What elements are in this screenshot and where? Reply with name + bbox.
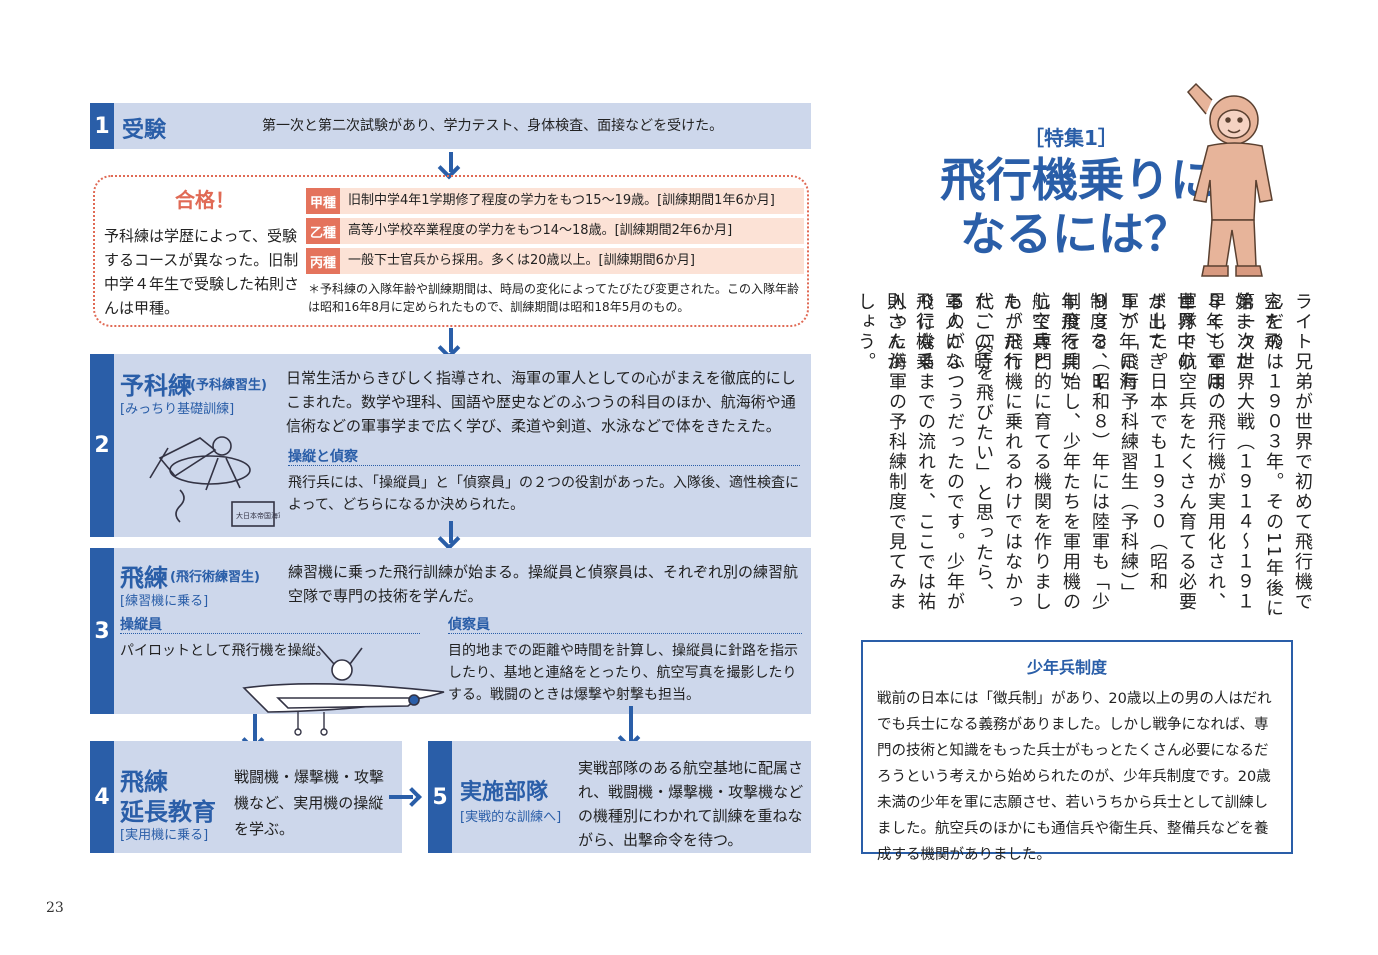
arrow-down-icon: [449, 152, 453, 172]
feature-body-col6: ました。日本でも１９３０（昭和５）年に海: [1116, 292, 1168, 592]
page-number: 23: [46, 900, 64, 916]
step4-text: 戦闘機・爆撃機・攻撃機など、実用機の操縦を学ぶ。: [234, 768, 385, 838]
step2-text: 日常生活からきびしく指導され、海軍の軍人としての心がまえを徹底的にしこまれた。数…: [286, 369, 796, 435]
arrow-right-head: [402, 787, 422, 807]
arrow-down-icon: [449, 328, 453, 352]
feature-body-col3: 第一次世界大戦（１９１４〜１９１８年）では、: [1203, 292, 1255, 612]
sign-text: 大日本帝国海軍: [236, 511, 280, 520]
step3-number: 3: [90, 548, 114, 714]
step4-title-line1: 飛練: [120, 768, 168, 796]
step5-title: 実施部隊: [460, 780, 549, 805]
step3-title-note: (飛行術練習生): [170, 570, 260, 585]
aviator-saluting-illustration: [1186, 82, 1273, 277]
feature-body-col13: るのがふつうだったのです。少年が飛行機乗: [913, 292, 965, 612]
feature-body-col9: 制度を開始し、少年たちを軍用機の航空兵と: [1029, 292, 1081, 612]
course-row-otsu: 高等小学校卒業程度の学力をもつ14〜18歳。[訓練期間2年6か月]: [340, 218, 804, 244]
arrow-down-icon: [629, 706, 633, 742]
shonenhei-box: [861, 640, 1293, 854]
feature-title-line2: なるには？: [960, 207, 1190, 261]
step3-subtitle: [練習機に乗る]: [120, 594, 209, 609]
step5-number: 5: [428, 741, 452, 853]
divider: [120, 633, 420, 634]
step3-left-head: 操縦員: [120, 617, 162, 633]
step4-title-line2: 延長教育: [120, 798, 216, 826]
step5-subtitle: [実戦的な訓練へ]: [460, 810, 562, 825]
box-text: 戦前の日本には「徴兵制」があり、20歳以上の男の人はだれでも兵士になる義務があり…: [877, 691, 1272, 863]
feature-body-col11: もが飛行機に乗れるわけではなかったこの時: [971, 292, 1023, 612]
step2-subtitle: [みっちり基礎訓練]: [120, 402, 235, 417]
step3-band: [90, 548, 811, 714]
step3-right-head: 偵察員: [448, 617, 490, 633]
pass-box: [93, 175, 809, 327]
feature-body-col8: ９３３（昭和８）年には陸軍も「少年飛行兵」: [1058, 292, 1110, 612]
divider: [448, 633, 802, 634]
feature-body-col12: 代、「空を飛びたい」と思ったら、軍人にな: [942, 292, 994, 603]
feature-body-col4: 早くも軍用の飛行機が実用化され、世界中の: [1174, 292, 1226, 612]
arrow-down-icon: [253, 714, 257, 744]
step4-number: 4: [90, 741, 114, 853]
step3-left-text: パイロットとして飛行機を操縦。: [120, 643, 330, 659]
arrow-right-icon: [389, 795, 413, 799]
box-title: 少年兵制度: [1027, 658, 1108, 677]
pass-note: ＊予科練の入隊年齢や訓練期間は、時局の変化によってたびたび変更された。この入隊年…: [308, 282, 800, 314]
step3-right-text: 目的地までの距離や時間を計算し、操縦員に針路を指示したり、基地と連絡をとったり、…: [448, 643, 798, 703]
plane-pilot-illustration: [242, 645, 445, 736]
step5-band: [428, 741, 811, 853]
feature-body-col7: 軍が「飛行予科練習生（予科練）」制度を、１: [1087, 292, 1139, 603]
step1-title: 受験: [122, 118, 167, 143]
feature-body-col2: んだのは１９０３年。その11年後に始まった: [1232, 292, 1284, 619]
step1-text: 第一次と第二次試験があり、学力テスト、身体検査、面接などを受けた。: [262, 118, 724, 134]
step4-band: [90, 741, 402, 853]
step2-number: 2: [90, 354, 114, 537]
divider: [288, 465, 800, 466]
step5-text: 実戦部隊のある航空基地に配属され、戦闘機・爆撃機・攻撃機などの機種別にわかれて訓…: [578, 759, 804, 849]
step2-subhead: 操縦と偵察: [288, 449, 358, 465]
feature-body-col10: して専門的に育てる機関を作りました。だれ: [1000, 292, 1052, 612]
course-label-kou: 甲種: [306, 188, 340, 214]
feature-body-col5: 軍隊で航空兵をたくさん育てる必要が出てき: [1145, 292, 1197, 612]
course-row-hei: 一般下士官兵から採用。多くは20歳以上。[訓練期間6か月]: [340, 248, 804, 274]
pass-title: 合格！: [175, 188, 235, 212]
step4-subtitle: [実用機に乗る]: [120, 828, 209, 843]
step3-text: 練習機に乗った飛行訓練が始まる。操縦員と偵察員は、それぞれ別の練習航空隊で専門の…: [288, 563, 799, 605]
course-label-otsu: 乙種: [306, 218, 340, 244]
step1-band: [90, 103, 811, 149]
step1-number: 1: [90, 103, 114, 149]
step3-title: 飛練: [120, 564, 168, 592]
feature-title-line1: 飛行機乗りに: [940, 153, 1216, 207]
cadet-training-illustration: 大日本帝国海軍: [149, 436, 280, 527]
step2-subtext: 飛行兵には、「操縦員」と「偵察員」の２つの役割があった。入隊後、適性検査によって…: [288, 475, 799, 513]
step2-title: 予科練: [120, 372, 192, 400]
feature-body-col14: りになるまでの流れを、ここでは祐則さんが: [884, 292, 936, 612]
feature-body-col15: 入った海軍の予科練制度で見てみましょう。: [855, 292, 907, 612]
arrow-down-icon: [449, 521, 453, 543]
feature-body-col1: ライト兄弟が世界で初めて飛行機で空を飛: [1261, 292, 1313, 612]
step2-title-note: (予科練習生): [190, 378, 267, 393]
course-label-hei: 丙種: [306, 248, 340, 274]
pass-text: 予科練は学歴によって、受験するコースが異なった。旧制中学４年生で受験した祐則さん…: [104, 227, 300, 317]
course-row-kou: 旧制中学4年1学期修了程度の学力をもつ15〜19歳。[訓練期間1年6か月]: [340, 188, 804, 214]
feature-tag: ［特集1］: [1024, 126, 1118, 150]
